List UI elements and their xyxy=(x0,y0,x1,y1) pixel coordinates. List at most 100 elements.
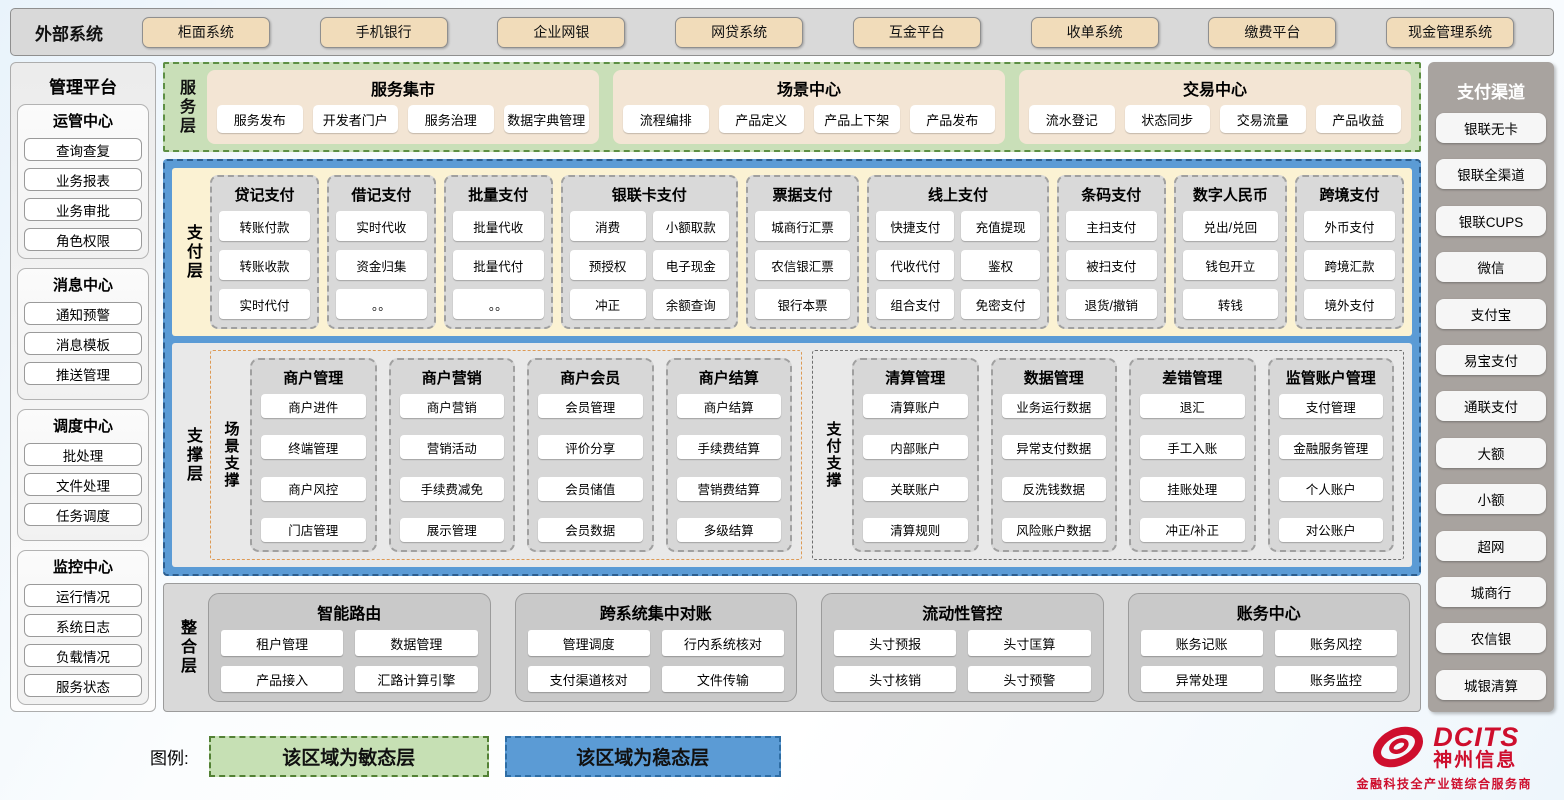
support-item: 支付管理 xyxy=(1278,394,1383,418)
support-item: 个人账户 xyxy=(1278,476,1383,501)
support-group-title: 商户管理 xyxy=(283,370,344,387)
management-item: 批处理 xyxy=(24,443,142,466)
support-group-items: 会员管理评价分享会员储值会员数据 xyxy=(538,394,643,542)
integration-item: 头寸核销 xyxy=(834,666,957,692)
support-layer-label: 支撑层 xyxy=(184,426,201,484)
service-layer: 服务层 服务集市服务发布开发者门户服务治理数据字典管理场景中心流程编排产品定义产… xyxy=(163,62,1421,152)
integration-group-items: 账务记账账务风控异常处理账务监控 xyxy=(1140,630,1397,692)
payment-item: 钱包开立 xyxy=(1182,250,1279,280)
management-platform-groups: 运管中心查询查复业务报表业务审批角色权限消息中心通知预警消息模板推送管理调度中心… xyxy=(17,104,149,705)
management-item: 业务审批 xyxy=(24,198,142,221)
integration-item: 租户管理 xyxy=(221,630,344,656)
payment-item: 主扫支付 xyxy=(1065,211,1157,241)
payment-item: 外币支付 xyxy=(1304,211,1395,241)
support-item: 会员数据 xyxy=(538,517,643,542)
payment-item: 电子现金 xyxy=(652,250,729,280)
logo-top: DCITS 神州信息 xyxy=(1369,722,1519,772)
service-item: 服务治理 xyxy=(408,105,494,133)
payment-item: 转钱 xyxy=(1182,289,1279,319)
external-system-node: 缴费平台 xyxy=(1208,16,1337,48)
support-group-title: 数据管理 xyxy=(1023,370,1084,387)
support-zone-label: 支付支撑 xyxy=(824,421,842,489)
stable-layer-container: 支付层 贷记支付转账付款转账收款实时代付借记支付实时代收资金归集。。批量支付批量… xyxy=(163,159,1421,576)
payment-channel: 支付宝 xyxy=(1436,298,1546,329)
payment-item: 银行本票 xyxy=(754,289,851,319)
support-item: 清算账户 xyxy=(863,394,968,418)
payment-item: 鉴权 xyxy=(961,250,1040,280)
support-item: 多级结算 xyxy=(676,517,781,542)
payment-group-items: 城商行汇票农信银汇票银行本票 xyxy=(754,211,851,319)
layers-column: 服务层 服务集市服务发布开发者门户服务治理数据字典管理场景中心流程编排产品定义产… xyxy=(163,62,1421,712)
payment-group-items: 消费小额取款预授权电子现金冲正余额查询 xyxy=(569,211,729,319)
payment-item: 批量代收 xyxy=(452,211,544,241)
payment-item: 预授权 xyxy=(569,250,646,280)
integration-group-title: 账务中心 xyxy=(1236,606,1301,623)
integration-group-title: 智能路由 xyxy=(317,606,382,623)
payment-group: 数字人民币兑出/兑回钱包开立转钱 xyxy=(1173,175,1288,329)
support-group-items: 商户结算手续费结算营销费结算多级结算 xyxy=(676,394,781,542)
payment-channel: 农信银 xyxy=(1436,623,1546,654)
integration-group-items: 管理调度行内系统核对支付渠道核对文件传输 xyxy=(527,630,784,692)
support-group: 监管账户管理支付管理金融服务管理个人账户对公账户 xyxy=(1267,358,1394,552)
management-group: 运管中心查询查复业务报表业务审批角色权限 xyxy=(17,104,149,259)
service-section-title: 服务集市 xyxy=(370,82,435,99)
payment-item: 冲正 xyxy=(569,289,646,319)
management-group: 监控中心运行情况系统日志负载情况服务状态 xyxy=(17,550,149,705)
support-item: 挂账处理 xyxy=(1140,476,1245,501)
external-system-node: 柜面系统 xyxy=(141,16,270,48)
payment-layer-groups: 贷记支付转账付款转账收款实时代付借记支付实时代收资金归集。。批量支付批量代收批量… xyxy=(210,175,1404,329)
payment-channel: 超网 xyxy=(1436,530,1546,561)
support-item: 营销费结算 xyxy=(676,476,781,501)
management-item: 推送管理 xyxy=(24,362,142,385)
management-group-title: 消息中心 xyxy=(52,277,113,294)
service-item: 产品收益 xyxy=(1315,105,1401,133)
external-system-node: 网贷系统 xyxy=(675,16,804,48)
support-group-title: 清算管理 xyxy=(885,370,946,387)
integration-item: 头寸匡算 xyxy=(968,630,1091,656)
external-system-node: 现金管理系统 xyxy=(1386,16,1515,48)
integration-item: 产品接入 xyxy=(221,666,344,692)
management-group-title: 运管中心 xyxy=(52,113,113,130)
integration-item: 管理调度 xyxy=(527,630,650,656)
support-item: 风险账户数据 xyxy=(1001,517,1106,542)
service-item: 流程编排 xyxy=(623,105,709,133)
service-section-items: 服务发布开发者门户服务治理数据字典管理 xyxy=(217,105,589,136)
external-systems-bar: 外部系统 柜面系统手机银行企业网银网贷系统互金平台收单系统缴费平台现金管理系统 xyxy=(10,8,1554,56)
support-group-items: 业务运行数据异常支付数据反洗钱数据风险账户数据 xyxy=(1001,394,1106,542)
integration-item: 账务监控 xyxy=(1274,666,1397,692)
service-section: 场景中心流程编排产品定义产品上下架产品发布 xyxy=(613,70,1005,144)
payment-group-items: 实时代收资金归集。。 xyxy=(335,211,427,319)
management-item: 查询查复 xyxy=(24,138,142,161)
support-item: 冲正/补正 xyxy=(1140,517,1245,542)
company-logo: DCITS 神州信息 金融科技全产业链综合服务商 xyxy=(1356,722,1532,792)
integration-layer-groups: 智能路由租户管理数据管理产品接入汇路计算引擎跨系统集中对账管理调度行内系统核对支… xyxy=(208,593,1410,702)
payment-group: 借记支付实时代收资金归集。。 xyxy=(326,175,436,329)
support-group-title: 差错管理 xyxy=(1162,370,1223,387)
payment-item: 退货/撤销 xyxy=(1065,289,1157,319)
external-system-node: 手机银行 xyxy=(319,16,448,48)
support-item: 商户进件 xyxy=(261,394,366,418)
payment-item: 跨境汇款 xyxy=(1304,250,1395,280)
payment-item: 小额取款 xyxy=(652,211,729,241)
payment-group-title: 跨境支付 xyxy=(1319,187,1380,204)
management-item: 文件处理 xyxy=(24,473,142,496)
payment-item: 实时代收 xyxy=(335,211,427,241)
payment-layer-label: 支付层 xyxy=(184,223,201,281)
management-item: 运行情况 xyxy=(24,584,142,607)
payment-layer: 支付层 贷记支付转账付款转账收款实时代付借记支付实时代收资金归集。。批量支付批量… xyxy=(172,168,1412,336)
payment-channel: 银联无卡 xyxy=(1436,113,1546,143)
payment-item: 免密支付 xyxy=(961,289,1040,319)
support-group-title: 监管账户管理 xyxy=(1285,370,1376,387)
support-item: 商户风控 xyxy=(261,476,366,501)
payment-group-items: 外币支付跨境汇款境外支付 xyxy=(1304,211,1395,319)
payment-item: 转账收款 xyxy=(219,250,310,280)
integration-group: 账务中心账务记账账务风控异常处理账务监控 xyxy=(1127,593,1410,702)
support-item: 商户营销 xyxy=(399,394,504,418)
support-group-title: 商户结算 xyxy=(698,370,759,387)
service-section: 交易中心流水登记状态同步交易流量产品收益 xyxy=(1019,70,1411,144)
payment-item: 资金归集 xyxy=(335,250,427,280)
legend: 图例: 该区域为敏态层 该区域为稳态层 xyxy=(150,735,781,777)
service-item: 产品定义 xyxy=(718,105,804,133)
